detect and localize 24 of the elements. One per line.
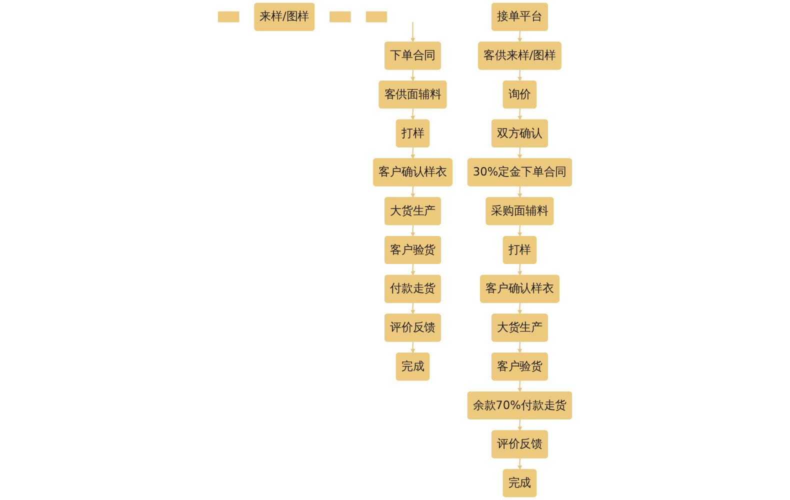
- arrow: [518, 419, 522, 432]
- node-box: [366, 11, 388, 22]
- arrow: [518, 30, 522, 42]
- arrow: [518, 186, 522, 198]
- arrow: [410, 264, 416, 276]
- arrow: [518, 264, 522, 276]
- node-box: [218, 11, 240, 22]
- arrow: [410, 342, 416, 354]
- arrow: [410, 186, 416, 198]
- arrow: [410, 302, 416, 314]
- arrow: [518, 70, 522, 82]
- arrow: [518, 458, 522, 470]
- arrow: [518, 108, 522, 120]
- arrow: [518, 147, 522, 160]
- arrow: [410, 70, 416, 82]
- arrow: [518, 380, 522, 392]
- arrow: [410, 108, 416, 120]
- arrow: [518, 342, 522, 354]
- arrow: [410, 22, 416, 42]
- arrow: [410, 147, 416, 160]
- arrow: [410, 225, 416, 237]
- node-box: [330, 11, 351, 22]
- arrow: [518, 225, 522, 237]
- arrow: [518, 302, 522, 314]
